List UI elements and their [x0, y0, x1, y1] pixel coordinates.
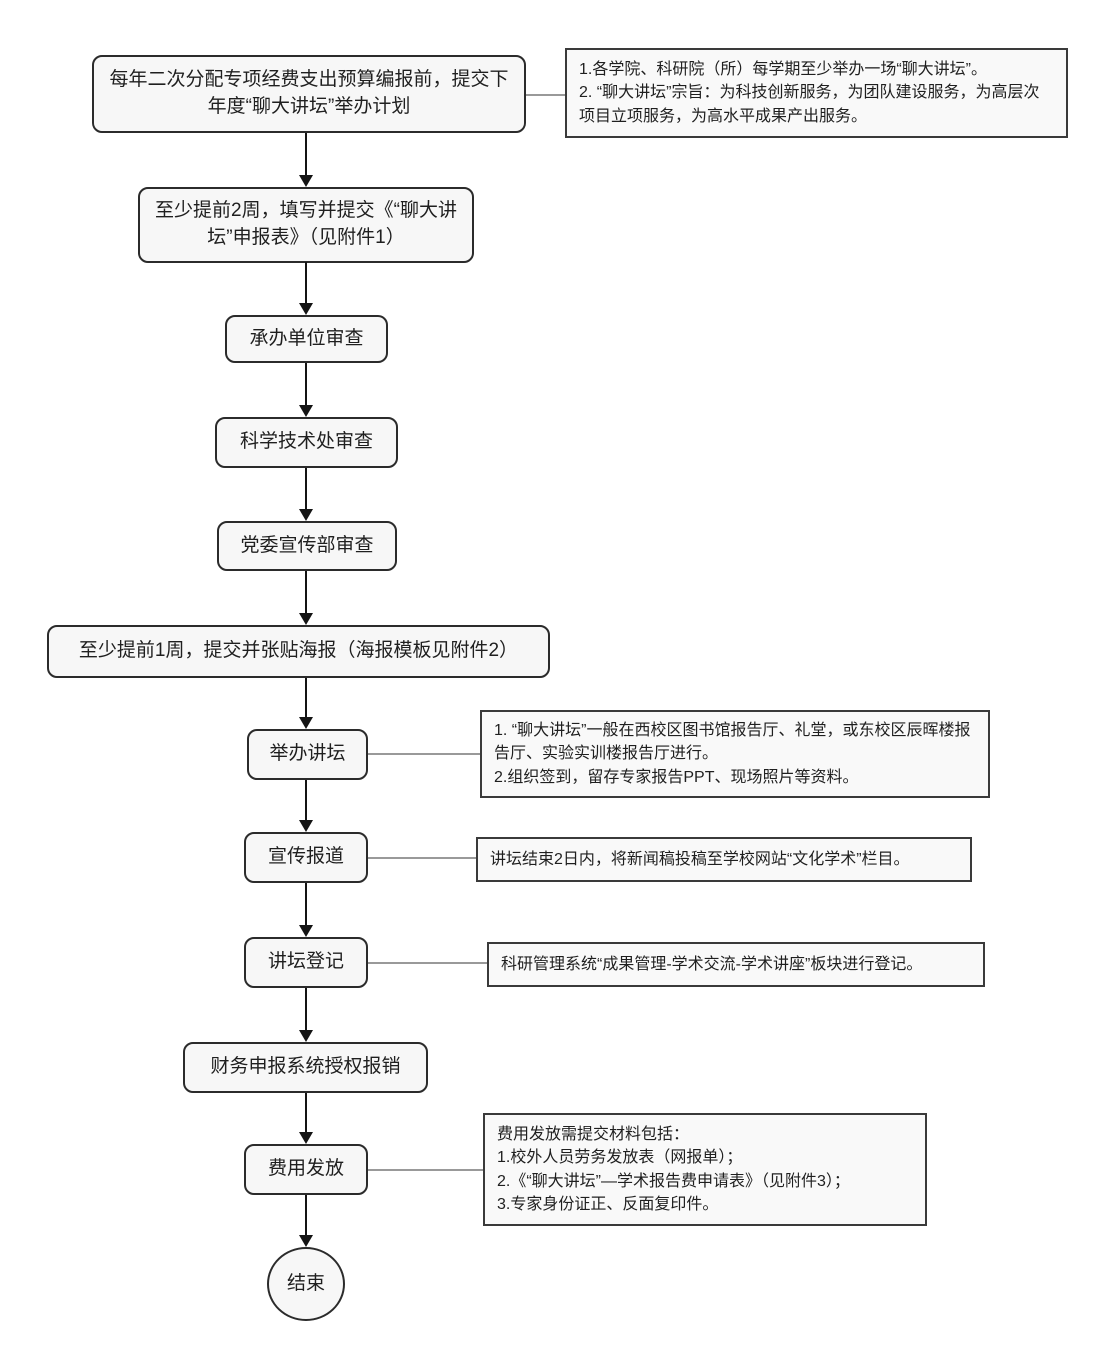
- note-payment: 费用发放需提交材料包括： 1.校外人员劳务发放表（网报单）； 2.《“聊大讲坛”…: [483, 1113, 927, 1226]
- flow-node-publicity: 宣传报道: [244, 832, 368, 883]
- arrowhead-down-icon: [299, 405, 313, 417]
- flow-arrow: [298, 1093, 314, 1144]
- arrow-shaft: [305, 1093, 307, 1133]
- arrowhead-down-icon: [299, 175, 313, 187]
- flow-arrow: [298, 780, 314, 832]
- note-hold-forum: 1. “聊大讲坛”一般在西校区图书馆报告厅、礼堂，或东校区辰晖楼报告厅、实验实训…: [480, 710, 990, 798]
- flow-node-register: 讲坛登记: [244, 937, 368, 988]
- arrow-shaft: [305, 780, 307, 821]
- flow-arrow: [298, 988, 314, 1042]
- arrow-shaft: [305, 363, 307, 406]
- arrowhead-down-icon: [299, 1132, 313, 1144]
- arrow-shaft: [305, 883, 307, 926]
- arrow-shaft: [305, 571, 307, 614]
- flow-node-end-terminator: 结束: [267, 1247, 345, 1321]
- note-publicity: 讲坛结束2日内，将新闻稿投稿至学校网站“文化学术”栏目。: [476, 837, 972, 882]
- note-plan: 1.各学院、科研院（所）每学期至少举办一场“聊大讲坛”。 2. “聊大讲坛”宗旨…: [565, 48, 1068, 138]
- note-register-line: 科研管理系统“成果管理-学术交流-学术讲座”板块进行登记。: [501, 955, 923, 973]
- arrowhead-down-icon: [299, 613, 313, 625]
- note-hold-line: 1. “聊大讲坛”一般在西校区图书馆报告厅、礼堂，或东校区辰晖楼报告厅、实验实训…: [494, 722, 971, 763]
- flow-node-unit-review: 承办单位审查: [225, 315, 388, 363]
- arrow-shaft: [305, 468, 307, 510]
- note-connector-line: [368, 1169, 483, 1171]
- flow-arrow: [298, 468, 314, 521]
- note-payment-line: 1.校外人员劳务发放表（网报单）；: [497, 1149, 743, 1167]
- note-connector-line: [368, 962, 487, 964]
- note-plan-line: 2. “聊大讲坛”宗旨：为科技创新服务，为团队建设服务，为高层次项目立项服务，为…: [579, 84, 1040, 125]
- note-payment-line: 3.专家身份证正、反面复印件。: [497, 1195, 719, 1213]
- note-connector-line: [368, 753, 480, 755]
- flow-node-apply-form: 至少提前2周，填写并提交《“聊大讲坛”申报表》（见附件1）: [138, 187, 474, 263]
- flow-node-finance: 财务申报系统授权报销: [183, 1042, 428, 1093]
- note-register: 科研管理系统“成果管理-学术交流-学术讲座”板块进行登记。: [487, 942, 985, 987]
- arrow-shaft: [305, 262, 307, 304]
- flow-arrow: [298, 571, 314, 625]
- flow-node-party-review: 党委宣传部审查: [217, 521, 397, 571]
- arrowhead-down-icon: [299, 509, 313, 521]
- arrowhead-down-icon: [299, 1030, 313, 1042]
- flow-arrow: [298, 1195, 314, 1247]
- flow-node-poster: 至少提前1周，提交并张贴海报（海报模板见附件2）: [47, 625, 550, 678]
- arrowhead-down-icon: [299, 303, 313, 315]
- arrow-shaft: [305, 678, 307, 718]
- flow-node-plan: 每年二次分配专项经费支出预算编报前，提交下年度“聊大讲坛”举办计划: [92, 55, 526, 133]
- arrowhead-down-icon: [299, 1235, 313, 1247]
- flow-node-hold-forum: 举办讲坛: [247, 729, 368, 780]
- arrowhead-down-icon: [299, 820, 313, 832]
- arrowhead-down-icon: [299, 925, 313, 937]
- arrow-shaft: [305, 1195, 307, 1236]
- flow-arrow: [298, 678, 314, 729]
- flow-arrow: [298, 133, 314, 187]
- note-payment-line: 2.《“聊大讲坛”—学术报告费申请表》（见附件3）；: [497, 1172, 850, 1190]
- arrowhead-down-icon: [299, 717, 313, 729]
- flow-arrow: [298, 883, 314, 937]
- arrow-shaft: [305, 988, 307, 1031]
- note-publicity-line: 讲坛结束2日内，将新闻稿投稿至学校网站“文化学术”栏目。: [490, 850, 910, 868]
- note-connector-line: [368, 857, 476, 859]
- note-payment-line: 费用发放需提交材料包括：: [497, 1126, 690, 1144]
- flow-node-tech-review: 科学技术处审查: [215, 417, 398, 468]
- note-plan-line: 1.各学院、科研院（所）每学期至少举办一场“聊大讲坛”。: [579, 61, 988, 79]
- note-connector-line: [526, 94, 565, 96]
- arrow-shaft: [305, 133, 307, 176]
- flow-arrow: [298, 363, 314, 417]
- flow-node-payment: 费用发放: [244, 1144, 368, 1195]
- flow-arrow: [298, 262, 314, 315]
- note-hold-line: 2.组织签到，留存专家报告PPT、现场照片等资料。: [494, 768, 859, 786]
